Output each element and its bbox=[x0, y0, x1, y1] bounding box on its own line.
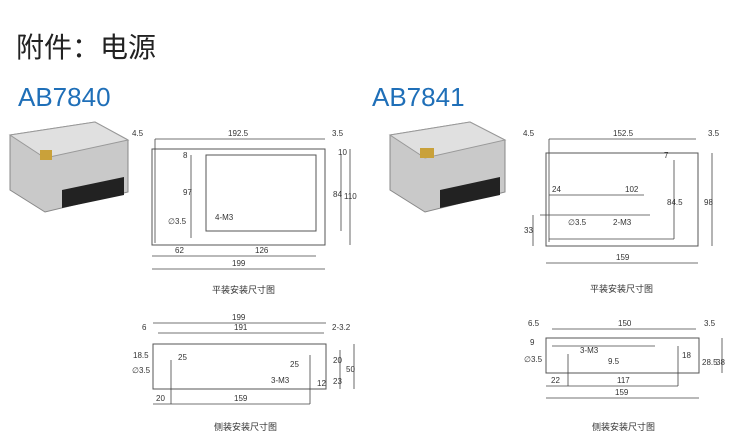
dimension-label: 192.5 bbox=[228, 129, 249, 138]
dimension-label: ∅3.5 bbox=[568, 218, 587, 227]
dimension-label: 84 bbox=[333, 190, 342, 199]
dimension-label: 6.5 bbox=[528, 319, 540, 328]
dimension-label: 20 bbox=[156, 394, 165, 403]
dimension-label: 12 bbox=[317, 379, 326, 388]
dimension-label: 3.5 bbox=[704, 319, 716, 328]
model-title-ab7840: AB7840 bbox=[18, 82, 111, 112]
ab7840-side-view-drawing: 199 6 191 2-3.2 18.5 25 ∅3.5 25 20 50 3-… bbox=[132, 313, 355, 433]
dimension-label: 7 bbox=[664, 151, 669, 160]
dimension-label: 159 bbox=[616, 253, 630, 262]
dimension-label: 102 bbox=[625, 185, 639, 194]
dimension-label: 6 bbox=[142, 323, 147, 332]
ab7841-side-view-drawing: 6.5 150 3.5 9 ∅3.5 3-M3 9.5 18 28.5 38 2… bbox=[524, 319, 725, 433]
dimension-label: 4.5 bbox=[132, 129, 144, 138]
dimension-label: 10 bbox=[338, 148, 347, 157]
dimension-label: 2-M3 bbox=[613, 218, 632, 227]
dimension-label: 28.5 bbox=[702, 358, 718, 367]
dimension-label: 110 bbox=[344, 192, 357, 201]
dimension-label: ∅3.5 bbox=[168, 217, 187, 226]
product-photo-ab7840 bbox=[8, 121, 130, 213]
dimension-label: 25 bbox=[178, 353, 187, 362]
page-title: 附件：电源 bbox=[16, 31, 157, 64]
caption: 侧装安装尺寸图 bbox=[214, 421, 277, 433]
caption: 平装安装尺寸图 bbox=[590, 283, 653, 295]
dimension-label: 8 bbox=[183, 151, 188, 160]
product-photo-ab7841 bbox=[388, 121, 507, 213]
dimension-label: 126 bbox=[255, 246, 269, 255]
ab7841-top-view-drawing: 4.5 152.5 3.5 7 24 102 84.5 98 ∅3.5 2-M3… bbox=[523, 129, 720, 295]
dimension-label: 22 bbox=[551, 376, 560, 385]
dimension-label: 3-M3 bbox=[580, 346, 599, 355]
dimension-label: 4-M3 bbox=[215, 213, 234, 222]
dimension-label: 159 bbox=[615, 388, 629, 397]
dimension-label: 191 bbox=[234, 323, 248, 332]
dimension-label: 4.5 bbox=[523, 129, 535, 138]
dimension-label: 24 bbox=[552, 185, 561, 194]
dimension-label: 97 bbox=[183, 188, 192, 197]
dimension-label: 23 bbox=[333, 377, 342, 386]
dimension-label: 33 bbox=[524, 226, 533, 235]
dimension-label: 199 bbox=[232, 313, 246, 322]
dimension-label: 38 bbox=[716, 358, 725, 367]
dimension-label: 3-M3 bbox=[271, 376, 290, 385]
dimension-label: 2-3.2 bbox=[332, 323, 351, 332]
dimension-label: 150 bbox=[618, 319, 632, 328]
dimension-label: 20 bbox=[333, 356, 342, 365]
model-title-ab7841: AB7841 bbox=[372, 82, 465, 112]
dimension-label: ∅3.5 bbox=[524, 355, 543, 364]
dimension-label: 84.5 bbox=[667, 198, 683, 207]
dimension-label: 199 bbox=[232, 259, 246, 268]
dimension-label: 25 bbox=[290, 360, 299, 369]
dimension-label: ∅3.5 bbox=[132, 366, 151, 375]
dimension-label: 18.5 bbox=[133, 351, 149, 360]
dimension-label: 3.5 bbox=[708, 129, 720, 138]
ab7840-top-view-drawing: 4.5 192.5 3.5 8 10 97 84 110 ∅3.5 4-M3 6… bbox=[132, 129, 357, 296]
dimension-label: 62 bbox=[175, 246, 184, 255]
dimension-label: 152.5 bbox=[613, 129, 634, 138]
dimension-label: 117 bbox=[617, 376, 630, 385]
caption: 侧装安装尺寸图 bbox=[592, 421, 655, 433]
dimension-label: 9.5 bbox=[608, 357, 620, 366]
dimension-label: 159 bbox=[234, 394, 248, 403]
dimension-label: 50 bbox=[346, 365, 355, 374]
dimension-label: 3.5 bbox=[332, 129, 344, 138]
dimension-label: 9 bbox=[530, 338, 535, 347]
dimension-label: 98 bbox=[704, 198, 713, 207]
caption: 平装安装尺寸图 bbox=[212, 284, 275, 296]
dimension-label: 18 bbox=[682, 351, 691, 360]
